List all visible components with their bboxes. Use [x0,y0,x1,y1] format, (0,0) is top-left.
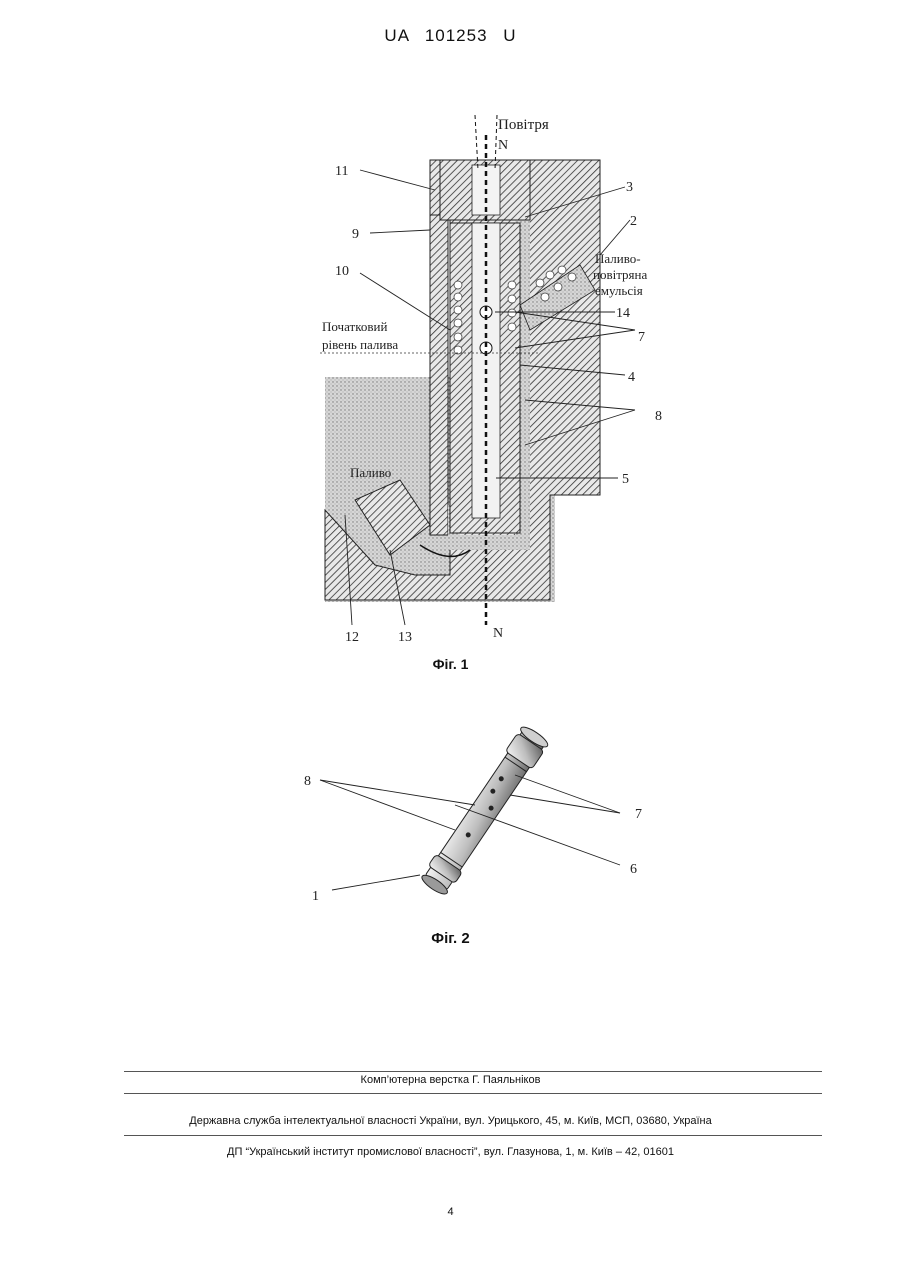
label-8: 8 [655,409,662,424]
figure-1-caption: Фіг. 1 [0,656,901,672]
label-14: 14 [616,306,630,321]
label-fuel: Паливо [350,465,391,480]
figure-1-drawing: Повітря N N 11 9 10 3 2 Паливо- повітрян… [300,105,700,650]
fig2-label-8: 8 [304,774,311,789]
fig2-label-1: 1 [312,889,319,904]
fig2-label-6: 6 [630,862,637,877]
label-2: 2 [630,214,637,229]
figure-2-drawing: 8 7 6 1 [290,710,670,910]
agency-address: Державна служба інтелектуальної власност… [0,1115,901,1127]
label-emulsion-2: повітряна [593,267,647,282]
left-wall [430,215,448,535]
label-4: 4 [628,370,635,385]
label-air: Повітря [498,117,549,133]
page-number: 4 [0,1206,901,1218]
footer-rule-middle [124,1093,822,1094]
institute-address: ДП “Український інститут промислової вла… [0,1146,901,1158]
rod [419,724,551,898]
label-9: 9 [352,227,359,242]
figure-2-caption: Фіг. 2 [0,930,901,947]
label-12: 12 [345,630,359,645]
label-emulsion-3: емульсія [595,283,643,298]
label-emulsion-1: Паливо- [595,251,641,266]
label-5: 5 [622,472,629,487]
label-11: 11 [335,164,348,179]
label-3: 3 [626,180,633,195]
label-axis-bottom: N [493,626,503,641]
label-13: 13 [398,630,412,645]
label-10: 10 [335,264,349,279]
footer-rule-bottom [124,1135,822,1136]
label-axis-top: N [498,138,508,153]
label-initial-level-2: рівень палива [322,337,398,352]
document-number: UA 101253 U [0,26,901,46]
label-initial-level-1: Початковий [322,319,387,334]
fig2-label-7: 7 [635,807,642,822]
compiler-credit: Комп’ютерна верстка Г. Паяльніков [0,1074,901,1086]
footer-rule-top [124,1071,822,1072]
label-7: 7 [638,330,645,345]
